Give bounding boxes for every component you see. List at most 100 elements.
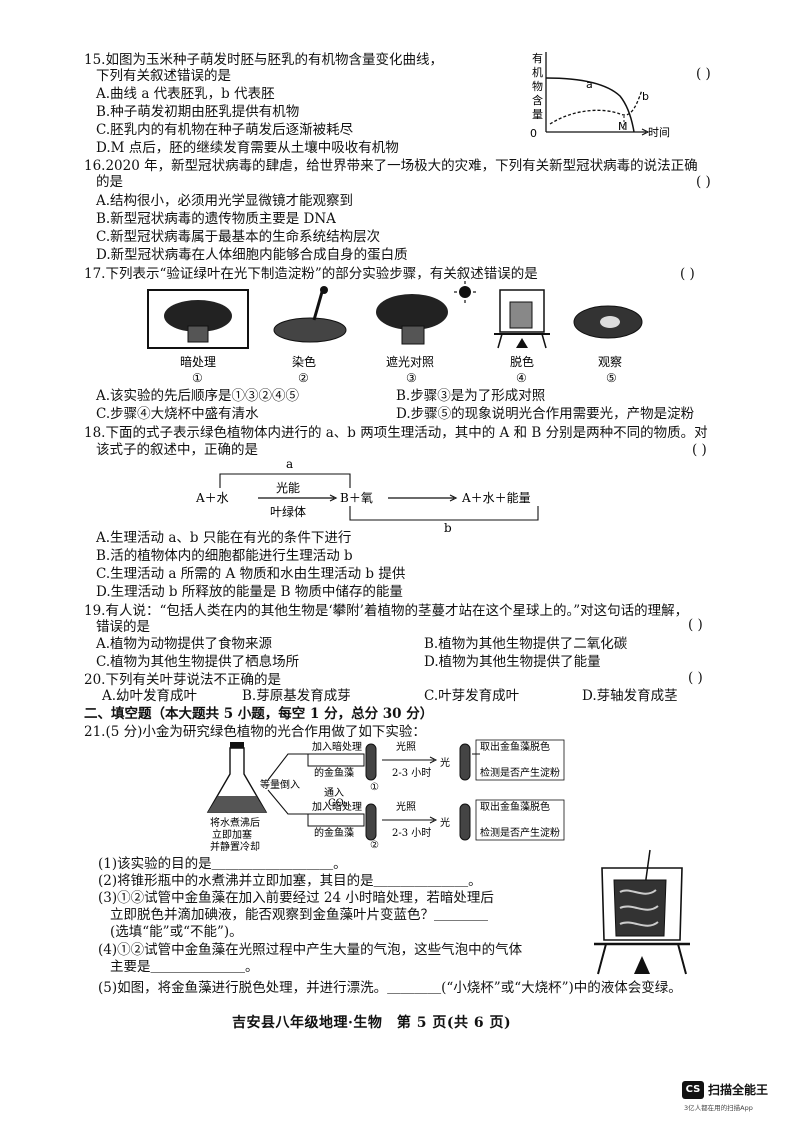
q17-shade-plant xyxy=(376,281,476,345)
q17-option-d: D.步骤⑤的现象说明光合作用需要光，产物是淀粉 xyxy=(396,406,695,422)
q21-r1-guang: 光 xyxy=(440,756,450,769)
q19-stem: 19.有人说：“包括人类在内的其他生物是‘攀附’着植物的茎蔓才站在这个星球上的。… xyxy=(84,603,689,619)
q17-answer-paren[interactable]: ( ) xyxy=(680,266,695,282)
q16-option-d: D.新型冠状病毒在人体细胞内能够合成自身的蛋白质 xyxy=(96,247,408,263)
q16-stem: 16.2020 年，新型冠状病毒的肆虐，给世界带来了一场极大的灾难，下列有关新型… xyxy=(84,158,698,174)
q17-step3-label: 遮光对照 xyxy=(386,354,434,369)
q21-r2-result-1: 取出金鱼藻脱色 xyxy=(480,800,550,813)
q17-observe-leaf xyxy=(573,305,643,339)
q15-curve-a xyxy=(545,77,635,133)
q15-ylabel-5: 量 xyxy=(532,108,543,121)
q18-equation: a A＋水 光能 叶绿体 B＋氧 A＋水＋能量 b xyxy=(195,457,539,535)
q18-option-a: A.生理活动 a、b 只能在有光的条件下进行 xyxy=(96,530,352,546)
q21-r2-add: 加入暗处理 xyxy=(312,800,362,813)
section-2-heading: 二、填空题（本大题共 5 小题，每空 1 分，总分 30 分） xyxy=(84,706,434,722)
q20-option-b: B.芽原基发育成芽 xyxy=(242,688,351,704)
q15-x-arrow xyxy=(641,128,650,136)
q15-stem: 15.如图为玉米种子萌发时胚与胚乳的有机物含量变化曲线， xyxy=(84,52,443,68)
q19-option-d: D.植物为其他生物提供了能量 xyxy=(424,654,601,670)
q15-option-a: A.曲线 a 代表胚乳，b 代表胚 xyxy=(96,86,275,102)
q21-beaker-figure xyxy=(594,849,690,975)
q15-point-m: M xyxy=(618,120,628,133)
q18-label-a: a xyxy=(286,457,293,471)
q21-s1[interactable]: (1)该实验的目的是＿＿＿＿＿＿＿＿＿。 xyxy=(98,856,347,872)
q21-tube-2 xyxy=(365,803,377,841)
q17-option-c: C.步骤④大烧杯中盛有清水 xyxy=(96,406,259,422)
q21-r1-time: 2-3 小时 xyxy=(392,767,431,779)
q19-option-a: A.植物为动物提供了食物来源 xyxy=(96,636,273,652)
q18-answer-paren[interactable]: ( ) xyxy=(692,442,707,458)
q18-right: A＋水＋能量 xyxy=(461,491,531,505)
q20-option-c: C.叶芽发育成叶 xyxy=(424,688,520,704)
q18-stem-2: 该式子的叙述中，正确的是 xyxy=(96,442,258,458)
q21-s3b[interactable]: 立即脱色并滴加碘液，能否观察到金鱼藻叶片变蓝色？＿＿＿＿ xyxy=(110,907,488,923)
q21-s3a: (3)①②试管中金鱼藻在加入前要经过 24 小时暗处理，若暗处理后 xyxy=(98,890,494,906)
q15-curve-b xyxy=(549,89,643,125)
q18-label-b: b xyxy=(444,521,452,535)
q18-option-b: B.活的植物体内的细胞都能进行生理活动 b xyxy=(96,548,353,564)
q21-r1-result-2: 检测是否产生淀粉 xyxy=(480,766,560,779)
q18-bottom: 叶绿体 xyxy=(270,504,306,519)
q21-r1-result-1: 取出金鱼藻脱色 xyxy=(480,740,550,753)
q15-ylabel-2: 机 xyxy=(532,65,543,79)
q21-s5[interactable]: (5)如图，将金鱼藻进行脱色处理，并进行漂洗。＿＿＿＿(“小烧杯”或“大烧杯”)… xyxy=(98,980,682,996)
q15-ylabel-4: 含 xyxy=(532,93,543,107)
q21-r2-time: 2-3 小时 xyxy=(392,827,431,839)
q16-stem-2: 的是 xyxy=(96,174,123,190)
q15-stem-2: 下列有关叙述错误的是 xyxy=(96,68,231,84)
q20-answer-paren[interactable]: ( ) xyxy=(688,670,703,686)
q16-answer-paren[interactable]: ( ) xyxy=(696,174,711,190)
q17-step4-label: 脱色 xyxy=(510,354,534,369)
camscanner-name: 扫描全能王 xyxy=(708,1083,769,1097)
q19-answer-paren[interactable]: ( ) xyxy=(688,617,703,633)
q15-option-d: D.M 点后，胚的继续发育需要从土壤中吸收有机物 xyxy=(96,140,399,156)
q15-xlabel: 时间 xyxy=(648,126,670,139)
q17-dark-box-plant xyxy=(147,289,249,349)
q17-step2-label: 染色 xyxy=(292,354,316,369)
q21-pour-label: 等量倒入 xyxy=(260,778,300,791)
q21-r2-guang: 光 xyxy=(440,816,450,829)
q19-option-c: C.植物为其他生物提供了栖息场所 xyxy=(96,654,300,670)
q21-r2-inject: 通入 xyxy=(324,787,344,799)
q18-option-c: C.生理活动 a 所需的 A 物质和水由生理活动 b 提供 xyxy=(96,566,406,582)
q21-s2[interactable]: (2)将锥形瓶中的水煮沸并立即加塞，其目的是＿＿＿＿＿＿＿。 xyxy=(98,873,482,889)
q21-s4b[interactable]: 主要是＿＿＿＿＿＿＿。 xyxy=(110,959,259,975)
q15-curve-b-label: b xyxy=(642,90,649,103)
q18-top: 光能 xyxy=(276,481,300,495)
sun-icon xyxy=(459,286,471,298)
q18-arc-b xyxy=(349,506,539,521)
q17-steps-figure: 暗处理 ① 染色 ② 遮光对照 ③ 脱色 ④ 观察 ⑤ xyxy=(147,281,643,385)
camscanner-tagline: 3亿人都在用的扫描App xyxy=(684,1104,753,1112)
q15-option-c: C.胚乳内的有机物在种子萌发后逐渐被耗尽 xyxy=(96,122,354,138)
q15-curve-a-label: a xyxy=(586,78,593,91)
q17-step3-num: ③ xyxy=(406,371,417,385)
q21-r1-num: ① xyxy=(370,782,379,793)
q15-origin: 0 xyxy=(530,127,537,140)
q17-step4-num: ④ xyxy=(516,371,527,385)
q21-r1-algae: 的金鱼藻 xyxy=(314,766,354,779)
q17-option-a: A.该实验的先后顺序是①③②④⑤ xyxy=(96,388,300,404)
q21-r1-add: 加入暗处理 xyxy=(312,740,362,753)
q15-graph: 有 机 物 含 量 0 时间 a b M xyxy=(530,51,670,140)
q21-tube-1 xyxy=(365,743,377,781)
q18-middle: B＋氧 xyxy=(340,491,373,505)
q18-option-d: D.生理活动 b 所释放的能量是 B 物质中储存的能量 xyxy=(96,584,403,600)
q21-flask-caption-3: 并静置冷却 xyxy=(210,840,260,853)
q16-option-b: B.新型冠状病毒的遗传物质主要是 DNA xyxy=(96,211,336,227)
q16-option-a: A.结构很小，必须用光学显微镜才能观察到 xyxy=(96,193,354,209)
q21-tube-1b xyxy=(459,743,471,781)
q21-r2-num: ② xyxy=(370,840,379,851)
q18-arc-a xyxy=(219,473,351,488)
camscanner-logo: CS xyxy=(682,1081,704,1099)
q21-stem: 21.(5 分)小金为研究绿色植物的光合作用做了如下实验： xyxy=(84,724,426,740)
q15-ylabel-3: 物 xyxy=(532,79,543,93)
q20-stem: 20.下列有关叶芽说法不正确的是 xyxy=(84,672,281,688)
q17-step1-num: ① xyxy=(192,371,203,385)
q18-stem: 18.下面的式子表示绿色植物体内进行的 a、b 两项生理活动，其中的 A 和 B… xyxy=(84,425,708,441)
q15-option-b: B.种子萌发初期由胚乳提供有机物 xyxy=(96,104,300,120)
q17-step1-label: 暗处理 xyxy=(180,354,216,369)
q21-flask-caption-2: 立即加塞 xyxy=(212,828,252,841)
q21-experiment-figure: 将水煮沸后 立即加塞 并静置冷却 等量倒入 加入暗处理 的金鱼藻 光照 2-3 … xyxy=(206,739,565,853)
q15-answer-paren[interactable]: ( ) xyxy=(696,66,711,82)
q21-r2-light: 光照 xyxy=(396,800,416,813)
